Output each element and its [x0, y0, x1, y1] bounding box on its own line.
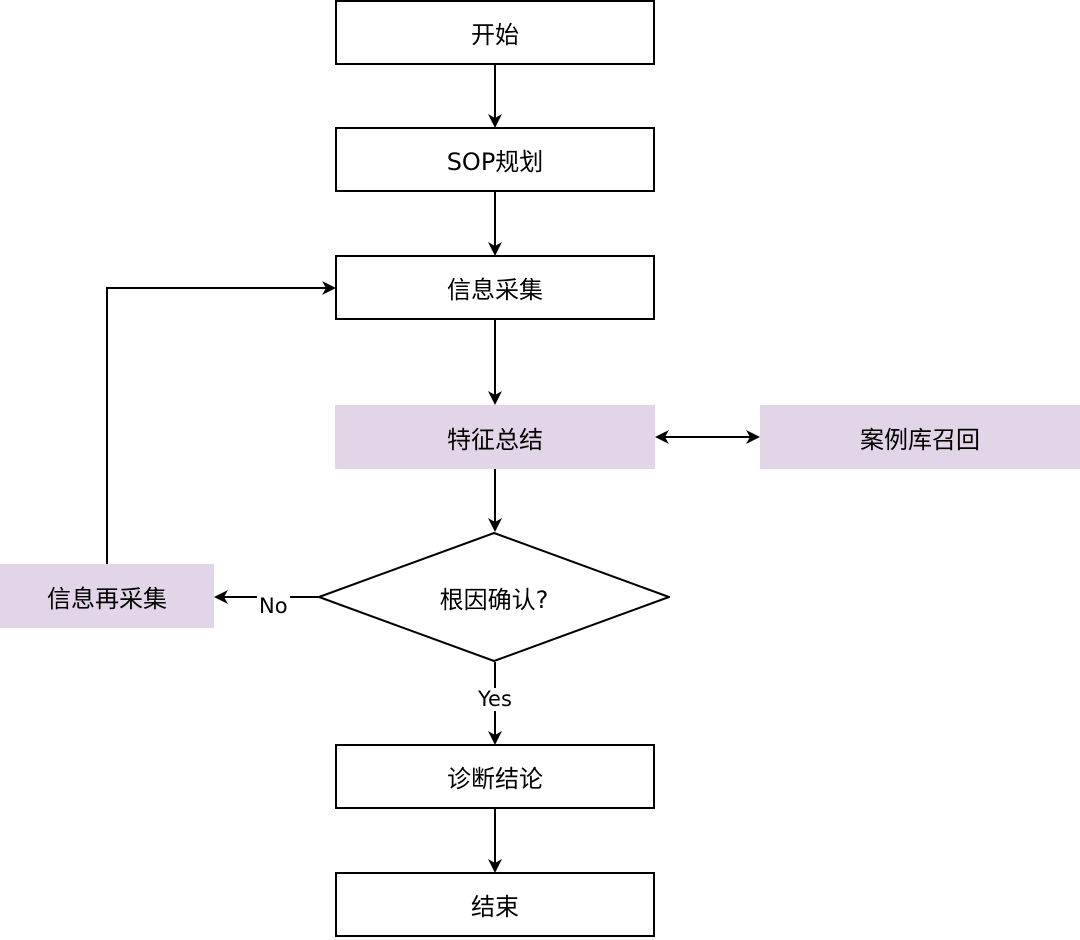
node-case-library-recall-label: 案例库召回 [860, 425, 980, 454]
node-info-collection: 信息采集 [335, 255, 655, 320]
node-feature-summary: 特征总结 [335, 405, 655, 469]
decision-diamond-shape [318, 532, 670, 662]
node-diagnosis-conclusion: 诊断结论 [335, 744, 655, 809]
node-info-collection-label: 信息采集 [447, 276, 543, 304]
edge-label-yes: Yes [476, 687, 514, 711]
node-sop-planning: SOP规划 [335, 127, 655, 192]
edge-recollect-to-collect [106, 281, 336, 564]
node-start: 开始 [335, 0, 655, 65]
node-diagnosis-conclusion-label: 诊断结论 [447, 765, 543, 793]
node-end: 结束 [335, 872, 655, 937]
edge-label-no: No [257, 594, 290, 618]
node-info-recollection-label: 信息再采集 [47, 584, 167, 613]
node-start-label: 开始 [471, 21, 519, 49]
node-feature-summary-label: 特征总结 [447, 425, 543, 454]
node-info-recollection: 信息再采集 [0, 564, 214, 628]
node-root-cause-decision: 根因确认? [318, 532, 670, 662]
node-root-cause-decision-label: 根因确认? [439, 585, 549, 614]
node-end-label: 结束 [471, 893, 519, 921]
node-case-library-recall: 案例库召回 [760, 405, 1080, 469]
node-sop-planning-label: SOP规划 [446, 148, 544, 176]
